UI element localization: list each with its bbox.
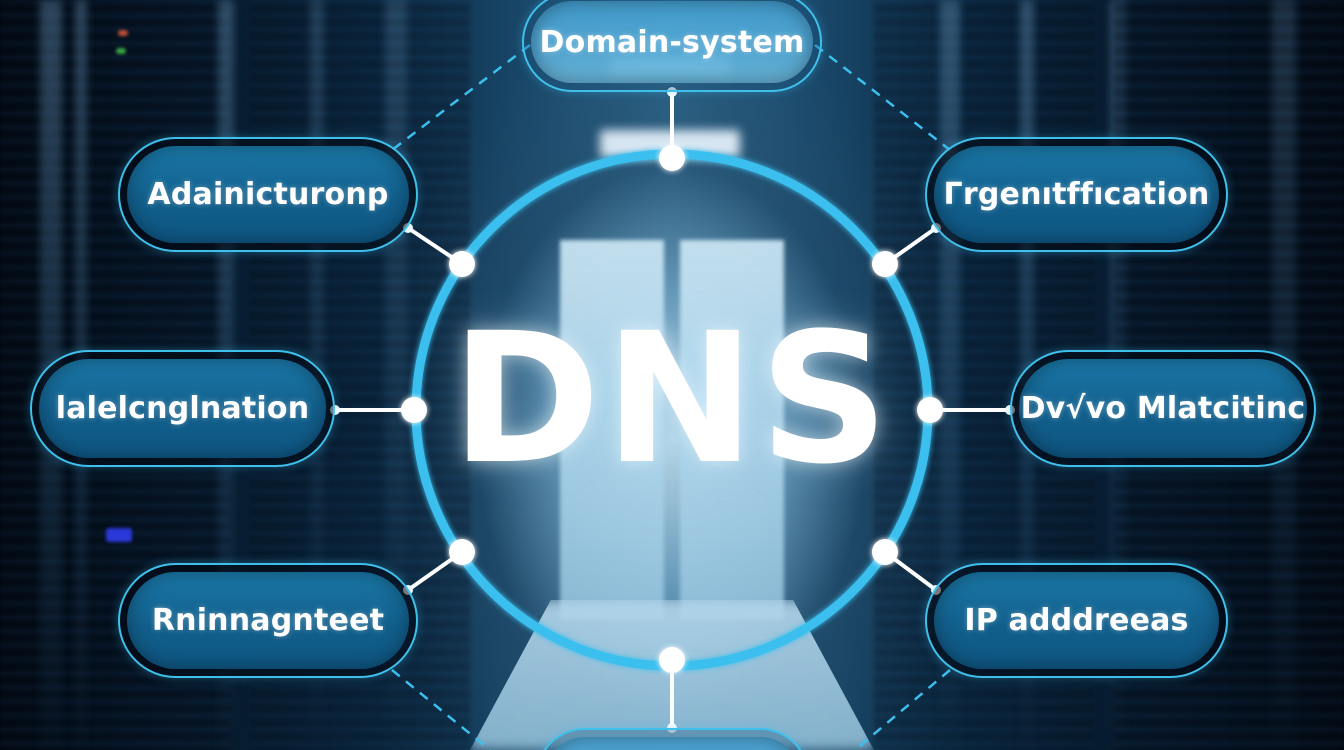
pill-body [544, 737, 801, 750]
pill-body: Rninnagnteet [127, 572, 409, 669]
ring-node-lower-right [872, 539, 898, 565]
node-label: Adainicturonp [147, 177, 389, 212]
status-led-red [118, 30, 128, 36]
status-led-green [116, 48, 126, 54]
node-label: Dv√vo Mlatcitinc [1020, 391, 1306, 426]
node-pill-lower-left: Rninnagnteet [118, 563, 418, 678]
pill-body: Domain-system [531, 1, 813, 83]
node-pill-mid-left: lalelcnglnation [30, 350, 335, 467]
pill-body: Adainicturonp [127, 146, 409, 243]
pill-body: Γrgenıtffıcation [934, 146, 1219, 243]
dashed-link-bottom-right [854, 669, 951, 750]
pill-body: Dv√vo Mlatcitinc [1019, 359, 1307, 458]
ring-nodes [401, 145, 943, 673]
ring-node-lower-left [449, 539, 475, 565]
node-pill-upper-right: Γrgenıtffıcation [925, 137, 1228, 252]
pill-body: lalelcnglnation [39, 359, 326, 458]
ring-node-mid-left [401, 397, 427, 423]
node-pill-bottom [535, 728, 810, 750]
corridor-door-right [680, 240, 784, 620]
ring-node-upper-right [872, 251, 898, 277]
node-pill-top: Domain-system [522, 0, 822, 92]
node-label: Domain-system [539, 24, 805, 60]
pill-body: IP adddreeas [934, 572, 1219, 669]
dns-center-label: DNS [451, 295, 893, 504]
status-led-blue [106, 528, 132, 542]
node-label: lalelcnglnation [55, 391, 310, 426]
node-label: Rninnagnteet [151, 603, 385, 638]
ring-node-top [659, 145, 685, 171]
node-label: Γrgenıtffıcation [943, 177, 1210, 212]
node-pill-upper-left: Adainicturonp [118, 137, 418, 252]
dashed-link-top-left [391, 44, 531, 151]
dashed-link-bottom-left [391, 669, 491, 750]
corridor-door-left [560, 240, 664, 620]
dashed-links [391, 44, 951, 750]
node-pill-lower-right: IP adddreeas [925, 563, 1228, 678]
node-pill-mid-right: Dv√vo Mlatcitinc [1010, 350, 1316, 467]
dashed-link-top-right [814, 44, 951, 151]
ring-node-upper-left [449, 251, 475, 277]
endpoint-dot [667, 87, 677, 97]
ring-node-bottom [659, 647, 685, 673]
node-label: IP adddreeas [964, 603, 1189, 638]
ring-node-mid-right [917, 397, 943, 423]
